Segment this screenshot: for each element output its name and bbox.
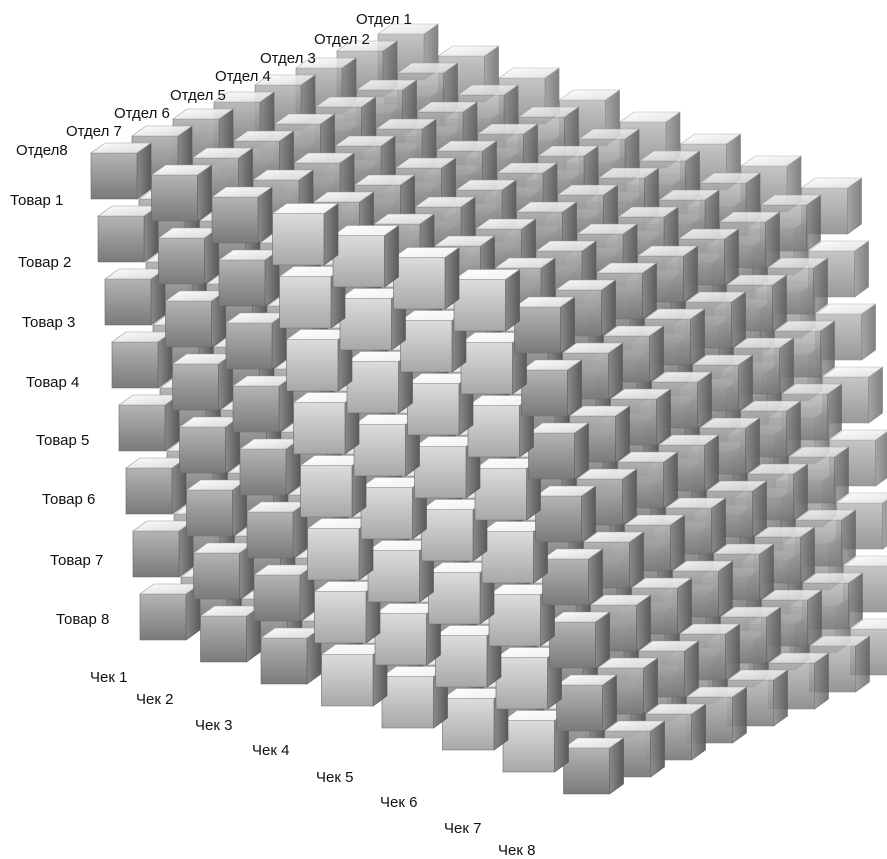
receipt-label-2: Чек 2 — [136, 691, 174, 708]
cube-cell — [139, 583, 201, 641]
cube-cell — [548, 611, 611, 669]
department-label-2: Отдел 2 — [314, 31, 370, 48]
cube-cell — [104, 268, 166, 326]
cube-cell — [111, 331, 173, 389]
cube-cell — [97, 205, 159, 263]
cube-cell — [218, 249, 280, 307]
cube-cell — [125, 457, 187, 515]
cube-cell — [541, 548, 604, 606]
cube-cell — [199, 605, 262, 663]
product-label-3: Товар 3 — [22, 314, 76, 331]
cube-cell — [132, 520, 194, 578]
receipt-label-8: Чек 8 — [498, 842, 536, 859]
cube-cell — [239, 438, 301, 496]
cube-cell — [562, 737, 625, 795]
cube-cell — [253, 564, 315, 622]
cube-cell — [118, 394, 180, 452]
department-label-4: Отдел 4 — [215, 68, 271, 85]
cube-cell — [260, 627, 322, 685]
cube-cell — [225, 312, 287, 370]
cube-cell — [246, 501, 308, 559]
cube-cell — [90, 142, 152, 200]
cube-cell — [292, 391, 360, 455]
product-label-5: Товар 5 — [36, 432, 90, 449]
cube-cell — [644, 703, 707, 761]
department-label-7: Отдел 7 — [66, 123, 122, 140]
cube-cell — [164, 290, 227, 348]
cube-cell — [171, 353, 234, 411]
cube-cell — [513, 296, 576, 354]
receipt-label-1: Чек 1 — [90, 669, 128, 686]
cubes-layer — [90, 23, 887, 795]
cube-cell — [353, 413, 421, 477]
department-label-1: Отдел 1 — [356, 11, 412, 28]
receipt-label-3: Чек 3 — [195, 717, 233, 734]
department-label-6: Отдел 6 — [114, 105, 170, 122]
receipt-label-5: Чек 5 — [316, 769, 354, 786]
product-label-4: Товар 4 — [26, 374, 80, 391]
product-label-6: Товар 6 — [42, 491, 96, 508]
cube-cell — [232, 375, 294, 433]
cube-cell — [527, 422, 590, 480]
cube-cell — [271, 202, 339, 266]
cube-cell — [157, 227, 220, 285]
receipt-label-4: Чек 4 — [252, 742, 290, 759]
product-label-8: Товар 8 — [56, 611, 110, 628]
cube-cell — [555, 674, 618, 732]
product-label-1: Товар 1 — [10, 192, 64, 209]
cube-cell — [534, 485, 597, 543]
department-label-8: Отдел8 — [16, 142, 68, 159]
cube-cell — [211, 186, 273, 244]
cube-cell — [150, 164, 213, 222]
cube-cell — [192, 542, 255, 600]
cube-cell — [520, 359, 583, 417]
receipt-label-7: Чек 7 — [444, 820, 482, 837]
department-label-5: Отдел 5 — [170, 87, 226, 104]
cube-cell — [332, 224, 400, 288]
product-label-2: Товар 2 — [18, 254, 72, 271]
cube-cell — [392, 246, 460, 310]
receipt-label-6: Чек 6 — [380, 794, 418, 811]
department-label-3: Отдел 3 — [260, 50, 316, 67]
cube-cell — [406, 372, 474, 436]
cube-cell — [320, 643, 388, 707]
cube-cell — [178, 416, 241, 474]
product-label-7: Товар 7 — [50, 552, 104, 569]
cube-cell — [453, 268, 521, 332]
cube-cell — [185, 479, 248, 537]
cube-cell — [739, 400, 802, 458]
